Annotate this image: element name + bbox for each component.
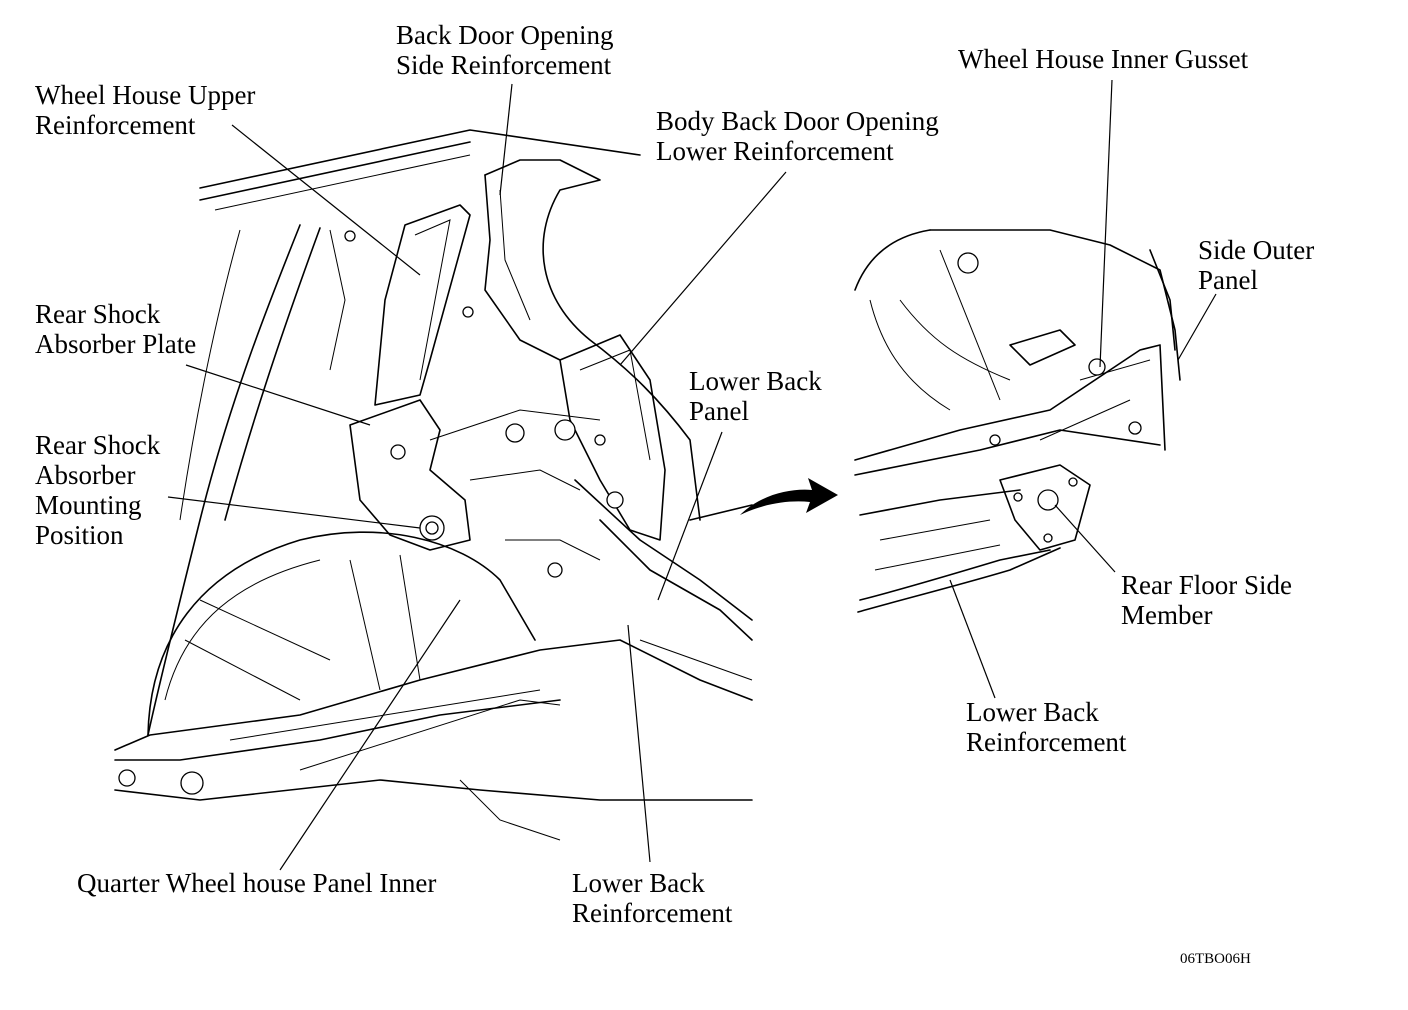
label-line: Lower Back	[572, 868, 705, 898]
label-lower-back-panel-left: Lower Back Panel	[689, 366, 822, 426]
figure-code: 06TBO06H	[1180, 951, 1251, 967]
label-lower-back-reinforcement-right: Lower Back Reinforcement	[966, 697, 1126, 757]
label-line: Panel	[689, 396, 749, 426]
label-line: Reinforcement	[35, 110, 196, 140]
label-lower-back-reinforcement-left: Lower Back Reinforcement	[572, 868, 732, 928]
label-line: Absorber	[35, 460, 136, 490]
label-side-outer-panel: Side Outer Panel	[1198, 235, 1314, 295]
label-line: Rear Shock	[35, 430, 161, 460]
label-wheel-house-upper-reinforcement: Wheel House Upper Reinforcement	[35, 80, 255, 140]
label-line: Quarter Wheel house Panel Inner	[77, 868, 437, 898]
label-body-back-door-opening-lower-reinforcement: Body Back Door Opening Lower Reinforceme…	[656, 106, 939, 166]
leader-lines	[167, 79, 1217, 871]
label-line: Wheel House Inner Gusset	[958, 44, 1249, 74]
right-detail-illustration	[854, 229, 1181, 613]
label-line: Side Outer	[1198, 235, 1315, 265]
label-line: Rear Shock	[35, 299, 161, 329]
label-line: Reinforcement	[966, 727, 1127, 757]
label-rear-shock-absorber-plate: Rear Shock Absorber Plate	[35, 299, 196, 359]
label-line: Body Back Door Opening	[656, 106, 939, 136]
label-line: Lower Reinforcement	[656, 136, 894, 166]
callout-arrow	[740, 478, 838, 515]
label-line: Mounting	[35, 490, 142, 520]
label-line: Rear Floor Side	[1121, 570, 1292, 600]
label-line: Side Reinforcement	[396, 50, 612, 80]
label-rear-floor-side-member: Rear Floor Side Member	[1121, 570, 1292, 630]
label-line: Lower Back	[966, 697, 1099, 727]
label-back-door-opening-side-reinforcement: Back Door Opening Side Reinforcement	[396, 20, 613, 80]
label-quarter-wheel-house-panel-inner: Quarter Wheel house Panel Inner	[77, 868, 436, 898]
label-line: Wheel House Upper	[35, 80, 256, 110]
label-line: Absorber Plate	[35, 329, 197, 359]
label-rear-shock-absorber-mounting-position: Rear Shock Absorber Mounting Position	[35, 430, 160, 550]
label-line: Reinforcement	[572, 898, 733, 928]
left-body-illustration	[114, 129, 753, 841]
label-line: Position	[35, 520, 124, 550]
label-wheel-house-inner-gusset: Wheel House Inner Gusset	[958, 44, 1248, 74]
label-line: Member	[1121, 600, 1213, 630]
label-line: Panel	[1198, 265, 1258, 295]
label-line: Lower Back	[689, 366, 822, 396]
label-line: Back Door Opening	[396, 20, 614, 50]
